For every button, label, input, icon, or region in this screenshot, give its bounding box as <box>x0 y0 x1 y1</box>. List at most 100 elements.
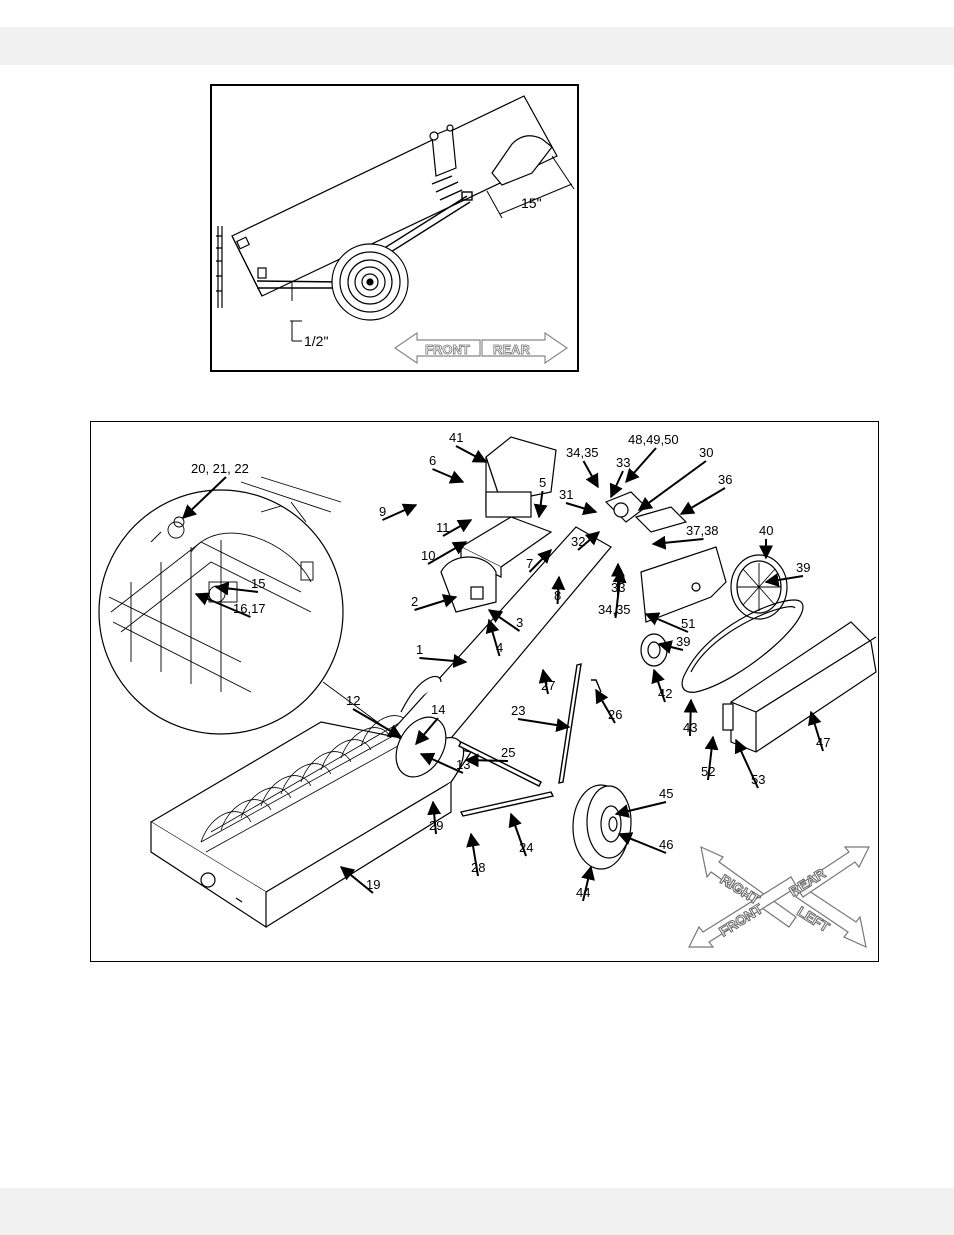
leader-arrow-p52 <box>704 735 719 781</box>
leader-arrow-p10 <box>427 541 468 565</box>
leader-arrow-p51 <box>644 612 689 633</box>
discharge-spout <box>491 135 553 186</box>
leader-arrow-p2 <box>414 594 458 611</box>
header-band <box>0 27 954 65</box>
leader-arrow-p39a <box>764 573 804 587</box>
part-label-p14: 14 <box>431 702 445 717</box>
drive-belt <box>681 599 804 693</box>
leader-arrow-p24 <box>508 812 527 857</box>
leader-arrow-p32 <box>577 531 601 551</box>
leader-arrow-p33a <box>609 470 624 499</box>
part-label-p41: 41 <box>449 430 463 445</box>
leader-arrow-p39b <box>657 640 684 654</box>
part-label-p11: 11 <box>436 520 450 535</box>
part-label-p40: 40 <box>759 523 773 538</box>
part-label-p19: 19 <box>366 877 380 892</box>
dimension-half-label: 1/2" <box>304 333 328 349</box>
dimension-half-lines <box>290 282 302 342</box>
part-label-p30: 30 <box>699 445 713 460</box>
part-label-p23: 23 <box>511 703 525 718</box>
part-label-p3435a: 34,35 <box>566 445 599 460</box>
part-label-p42: 42 <box>658 686 672 701</box>
part-label-p24: 24 <box>519 840 533 855</box>
leader-arrow-p28 <box>466 832 480 877</box>
part-label-p1: 1 <box>416 642 423 657</box>
leader-arrow-p43 <box>683 698 698 737</box>
leader-arrow-p45 <box>614 801 667 818</box>
hopper-outline <box>216 226 223 308</box>
part-label-p25: 25 <box>501 745 515 760</box>
leader-arrow-p53 <box>734 738 759 789</box>
part-label-p6: 6 <box>429 453 436 468</box>
leader-arrow-p12 <box>352 708 403 738</box>
leader-arrow-p202122 <box>181 476 227 519</box>
part-label-p27: 27 <box>541 678 555 693</box>
rear-label: REAR <box>493 342 530 357</box>
part-label-p51: 51 <box>681 616 695 631</box>
part-label-p3435b: 34,35 <box>598 602 631 617</box>
part-label-p8: 8 <box>554 588 561 603</box>
part-label-p31: 31 <box>559 487 573 502</box>
part-label-p484950: 48,49,50 <box>628 432 679 447</box>
small-pulley <box>640 633 668 667</box>
engine <box>485 436 557 518</box>
part-label-p1617: 16,17 <box>233 601 266 616</box>
part-label-p7: 7 <box>526 556 533 571</box>
leader-arrow-p47 <box>808 710 824 752</box>
part-label-p44: 44 <box>576 885 590 900</box>
dimension-15-lines <box>486 155 575 219</box>
front-label: FRONT <box>425 342 470 357</box>
part-label-p39b: 39 <box>676 634 690 649</box>
leader-arrow-p42 <box>651 668 666 703</box>
leader-arrow-p11 <box>442 519 473 537</box>
belt-guard-front <box>440 556 497 613</box>
front-rear-arrow <box>393 331 569 365</box>
transport-wheel <box>572 784 632 870</box>
part-label-p13: 13 <box>456 757 470 772</box>
part-label-p29: 29 <box>429 818 443 833</box>
auger-tube <box>231 95 558 297</box>
leader-arrow-p25 <box>464 753 509 768</box>
leader-arrow-p3435b <box>612 568 627 619</box>
part-label-p28: 28 <box>471 860 485 875</box>
detail-circle <box>98 476 392 735</box>
leader-arrow-p4 <box>485 618 501 657</box>
part-label-p2: 2 <box>411 594 418 609</box>
leader-arrow-p31 <box>565 501 598 516</box>
leader-arrow-p29 <box>427 800 442 835</box>
side-view-figure: 15" 1/2" FRONT REAR <box>210 84 579 372</box>
belt-guard-rear <box>730 621 877 753</box>
leader-arrow-p3435a <box>582 460 599 489</box>
side-view-drawing: 15" 1/2" FRONT REAR <box>216 95 575 365</box>
leader-arrow-p8 <box>551 575 566 605</box>
leader-arrow-p41 <box>455 445 488 463</box>
leader-arrow-p23 <box>517 718 571 732</box>
part-label-p4: 4 <box>496 640 503 655</box>
part-label-p36: 36 <box>718 472 732 487</box>
leader-arrow-p484950 <box>625 447 657 484</box>
leader-arrow-p3738 <box>651 535 704 550</box>
back-plate <box>640 546 727 623</box>
part-label-p32: 32 <box>571 534 585 549</box>
part-label-p43: 43 <box>683 720 697 735</box>
part-label-p47: 47 <box>816 735 830 750</box>
leader-arrows <box>181 445 824 902</box>
footer-band <box>0 1188 954 1235</box>
leader-arrow-p6 <box>432 468 465 484</box>
part-label-p26: 26 <box>608 707 622 722</box>
inlet-hopper <box>149 715 472 929</box>
part-labels: 41695111023417834,353348,49,503031363237… <box>191 430 830 900</box>
leader-arrow-p1 <box>419 653 468 668</box>
leader-arrow-p3 <box>487 609 521 632</box>
leader-arrow-p27 <box>538 668 553 695</box>
leader-arrow-p44 <box>581 865 595 902</box>
part-label-p202122: 20, 21, 22 <box>191 461 249 476</box>
direction-compass <box>688 845 870 949</box>
gearbox-assembly <box>604 491 688 533</box>
part-label-p46: 46 <box>659 837 673 852</box>
part-label-p15: 15 <box>251 576 265 591</box>
leader-arrow-p36 <box>679 487 726 515</box>
leader-arrow-p9 <box>382 503 418 521</box>
wheel <box>331 243 409 321</box>
